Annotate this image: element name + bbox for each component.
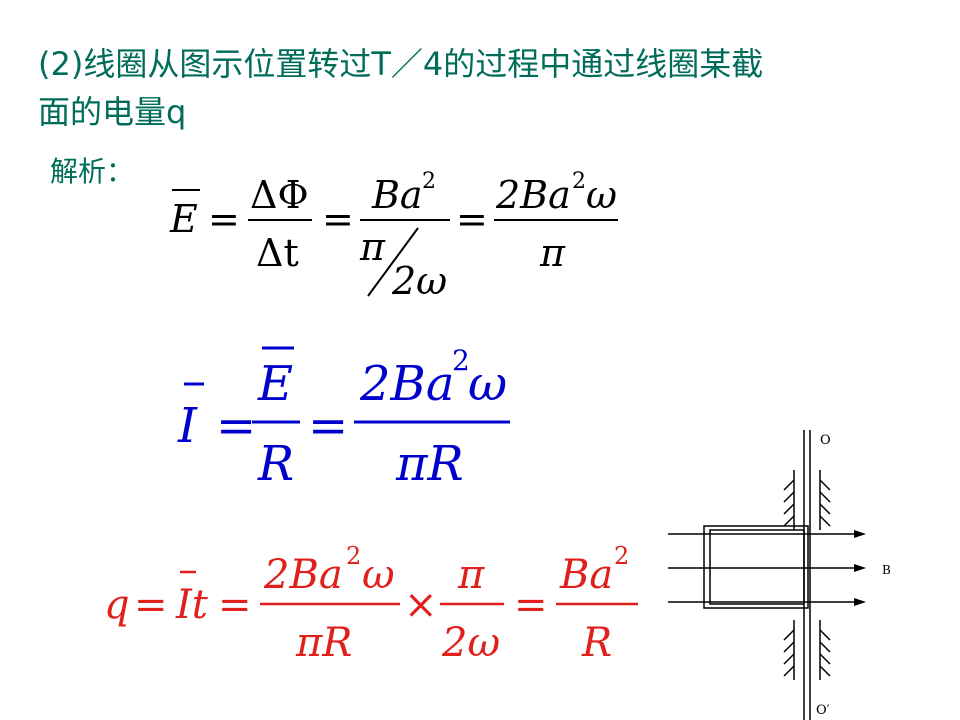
cfrac2-num-sup: 2 xyxy=(452,344,470,377)
equals-8: = xyxy=(514,582,548,628)
axis-label-top: O xyxy=(820,433,831,448)
emf-lhs: E xyxy=(169,197,198,241)
equals-2: = xyxy=(322,197,354,241)
coil xyxy=(703,525,809,609)
solution-label: 解析： xyxy=(50,155,135,188)
frac3-num-tail: ω xyxy=(586,173,617,217)
cfrac1-den: R xyxy=(257,436,294,492)
frac3-num: 2Ba xyxy=(495,173,571,217)
charge-lhs: q xyxy=(104,582,130,628)
upper-bearing-hatch-left xyxy=(783,479,795,527)
times: × xyxy=(404,582,438,628)
current-lhs: I xyxy=(177,398,198,454)
lower-bearing-hatch-right xyxy=(819,629,831,677)
axis-label-bottom: O′ xyxy=(816,703,830,718)
coil-diagram: O O′ B xyxy=(668,430,891,720)
frac3-num-sup: 2 xyxy=(572,169,586,194)
frac2-den-b: 2ω xyxy=(391,259,447,300)
qfrac2-num: π xyxy=(457,552,485,598)
equals-5: = xyxy=(308,398,348,454)
equation-current: I = E R = 2Ba 2 ω πR xyxy=(177,344,510,492)
qfrac3-num: Ba xyxy=(559,552,613,598)
equation-emf: E = ΔΦ Δt = Ba 2 π 2ω = 2Ba 2 ω π xyxy=(169,169,618,300)
frac2-den-a: π xyxy=(359,225,386,269)
field-arrow-2 xyxy=(854,564,866,572)
qfrac1-num-sup: 2 xyxy=(346,542,361,570)
equals-1: = xyxy=(208,197,240,241)
qfrac2-den: 2ω xyxy=(441,620,500,666)
question-title-line1: (2)线圈从图示位置转过T／4的过程中通过线圈某截 xyxy=(38,45,764,83)
qfrac1-den: πR xyxy=(295,620,352,666)
frac2-num: Ba xyxy=(371,173,423,217)
frac1-den: Δt xyxy=(256,231,299,275)
qfrac3-num-sup: 2 xyxy=(614,542,629,570)
equals-3: = xyxy=(456,197,488,241)
qfrac3-den: R xyxy=(581,620,612,666)
question-title-line2: 面的电量q xyxy=(38,93,187,131)
field-arrow-3 xyxy=(854,598,866,606)
cfrac1-num: E xyxy=(257,356,293,412)
frac1-num: ΔΦ xyxy=(250,173,309,217)
equation-charge: q = It = 2Ba 2 ω πR × π 2ω = Ba 2 R xyxy=(104,542,638,666)
lower-bearing-hatch-left xyxy=(783,629,795,677)
frac2-num-sup: 2 xyxy=(422,169,436,194)
frac2-den-slash xyxy=(367,227,419,297)
frac3-den: π xyxy=(539,231,566,275)
coil-inner xyxy=(709,529,805,605)
qfrac1-num-tail: ω xyxy=(362,552,395,598)
equals-6: = xyxy=(134,582,168,628)
field-label: B xyxy=(882,563,891,577)
question-title: (2)线圈从图示位置转过T／4的过程中通过线圈某截 面的电量q xyxy=(38,40,908,136)
charge-mid: It xyxy=(175,582,209,628)
field-arrow-1 xyxy=(854,530,866,538)
equals-7: = xyxy=(218,582,252,628)
cfrac2-num-tail: ω xyxy=(468,356,507,412)
equals-4: = xyxy=(216,398,256,454)
cfrac2-num: 2Ba xyxy=(359,356,454,412)
cfrac2-den: πR xyxy=(395,436,464,492)
upper-bearing-hatch-right xyxy=(819,479,831,527)
qfrac1-num: 2Ba xyxy=(263,552,343,598)
